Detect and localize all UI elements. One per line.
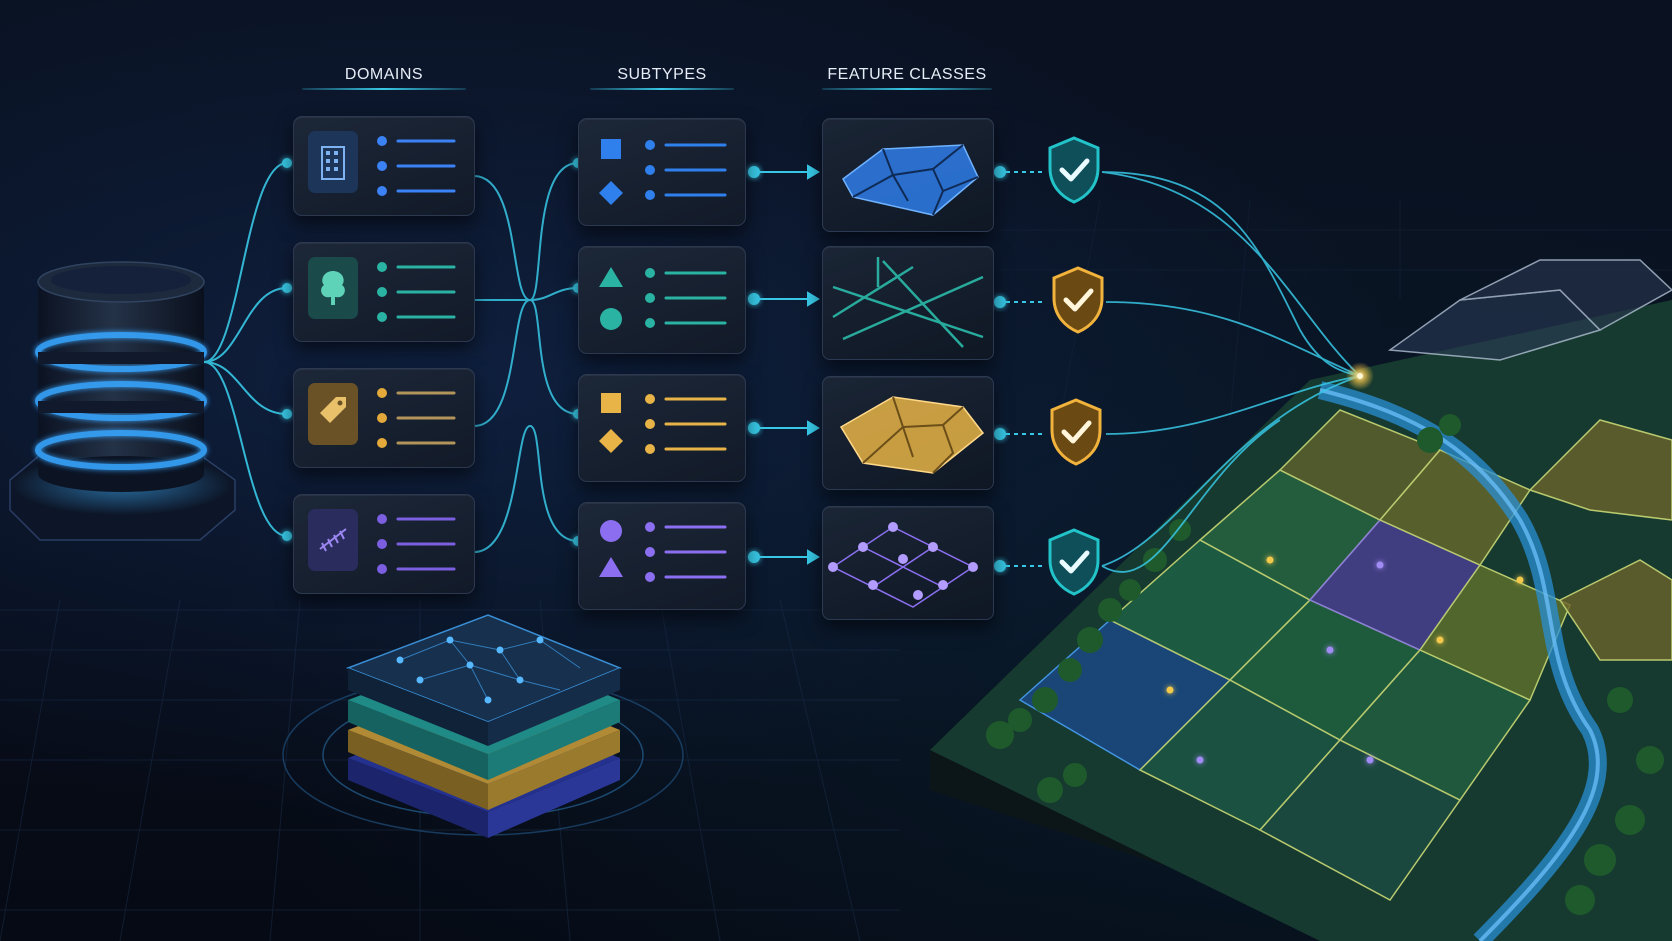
- square-icon: [601, 393, 621, 413]
- domain-card-building[interactable]: [293, 116, 475, 216]
- feature-class-lines-teal[interactable]: [822, 246, 994, 360]
- polygon-layer-icon: [839, 396, 985, 474]
- db-connectors: [203, 162, 288, 537]
- triangle-icon: [599, 267, 623, 287]
- shield-terrain-connectors: [1101, 171, 1361, 573]
- feature-classes-header-label: FEATURE CLASSES: [827, 66, 987, 83]
- domain-card-tag[interactable]: [293, 368, 475, 468]
- shield-check-icon: [1052, 266, 1104, 334]
- stacked-layers-icon: [282, 614, 684, 838]
- point-layer-icon: [828, 522, 978, 608]
- feature-class-polygons-blue[interactable]: [822, 118, 994, 232]
- line-layer-icon: [832, 257, 984, 348]
- polygon-layer-icon: [842, 144, 979, 216]
- database-icon: [9, 261, 236, 541]
- circle-icon: [600, 308, 622, 330]
- attribute-list: [377, 388, 456, 448]
- shield-check-icon: [1048, 528, 1100, 596]
- diamond-icon: [599, 429, 623, 453]
- square-icon: [601, 139, 621, 159]
- terrain-map: [930, 259, 1672, 941]
- feature-class-points-purple[interactable]: [822, 506, 994, 620]
- subtype-card-teal[interactable]: [578, 246, 746, 354]
- domain-card-vegetation[interactable]: [293, 242, 475, 342]
- tree-icon: [308, 257, 358, 319]
- triangle-icon: [599, 557, 623, 577]
- shield-check-icon: [1050, 398, 1102, 466]
- diamond-icon: [599, 181, 623, 205]
- domain-card-railway[interactable]: [293, 494, 475, 594]
- railway-icon: [308, 509, 358, 571]
- feature-classes-header: FEATURE CLASSES: [822, 64, 992, 90]
- subtype-card-blue[interactable]: [578, 118, 746, 226]
- tag-icon: [308, 383, 358, 445]
- attribute-list: [377, 514, 456, 574]
- shield-check-icon: [1048, 136, 1100, 204]
- fc-shield-connectors: [994, 166, 1044, 572]
- attribute-list: [377, 136, 456, 196]
- domains-header: DOMAINS: [302, 64, 466, 90]
- circle-icon: [600, 520, 622, 542]
- subtypes-header-label: SUBTYPES: [617, 66, 707, 83]
- domain-subtype-connectors: [473, 162, 579, 553]
- subtype-card-gold[interactable]: [578, 374, 746, 482]
- subtypes-header: SUBTYPES: [590, 64, 734, 90]
- building-icon: [308, 131, 358, 193]
- subtype-fc-arrows: [748, 164, 820, 565]
- domains-header-label: DOMAINS: [344, 66, 424, 83]
- feature-class-polygons-gold[interactable]: [822, 376, 994, 490]
- subtype-card-purple[interactable]: [578, 502, 746, 610]
- attribute-list: [377, 262, 456, 322]
